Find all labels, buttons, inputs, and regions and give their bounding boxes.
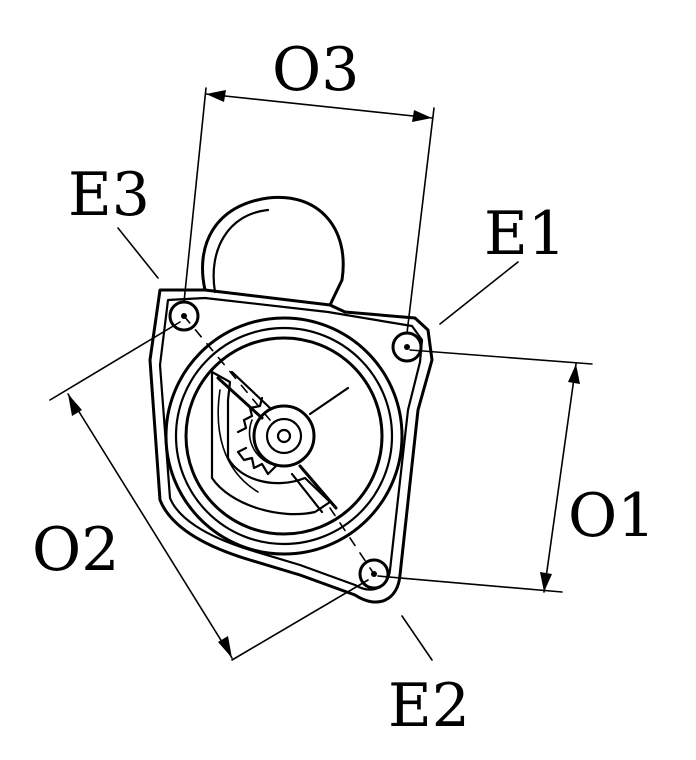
mounting-hole-e1-center [404,344,410,350]
o2-extension-top [49,321,181,401]
o3-arrow-right [412,110,432,122]
pinion-gear [236,396,278,476]
o3-arrow-left [206,90,226,102]
o1-dimension-line [543,363,577,593]
o1-arrow-top [568,364,580,384]
o3-dimension-line [205,93,433,119]
mounting-flange-inner [158,296,424,591]
shaft-center [276,428,292,444]
housing-middle-ring [174,326,394,546]
o3-extension-left [183,87,207,303]
e2-leader [401,615,433,661]
shaft-line-lower [298,464,338,510]
shaft-line-lower-2 [290,472,324,514]
o2-extension-bottom [231,579,369,661]
label-o3: O3 [272,35,359,105]
e3-leader [117,227,159,279]
shaft-boss [252,404,316,468]
shaft-bore [265,417,303,455]
housing-inner-ring [184,336,384,536]
e1-leader [439,261,519,325]
label-o1: O1 [568,481,655,551]
mounting-flange-outer [148,288,434,604]
o2-arrow-top [68,394,82,416]
o2-arrow-bottom [218,636,232,658]
solenoid-housing-inner [212,208,270,294]
centerline-e3 [183,315,271,421]
o3-extension-right [406,107,435,334]
label-o2: O2 [32,515,119,585]
o1-extension-bottom [377,575,563,593]
mounting-hole-e2-outer [358,558,390,590]
label-e3: E3 [68,160,150,230]
solenoid-housing [201,195,345,307]
o2-dimension-line [67,393,233,659]
housing-outer-ring [164,316,404,556]
o1-arrow-bottom [540,572,552,592]
shaft-line-upper [216,376,264,420]
shaft-line-right [308,386,350,416]
label-e1: E1 [484,199,566,269]
pinion-window-edge [217,389,259,493]
o1-extension-top [409,349,593,365]
label-e2: E2 [388,671,470,741]
centerline-e2 [329,507,375,575]
shaft-line-upper-2 [230,370,272,410]
pinion-window [210,370,332,516]
